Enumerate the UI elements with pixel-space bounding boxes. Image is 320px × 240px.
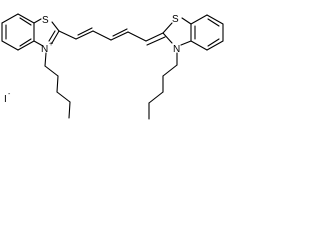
methine-bond <box>110 31 129 41</box>
chain-bond <box>148 91 164 104</box>
right-nitrogen-atom: N <box>173 44 180 55</box>
right-benzothiazoline-ring <box>162 14 224 51</box>
structure-canvas: S N + S N I - <box>0 0 228 142</box>
left-c2-n-bond <box>51 30 60 44</box>
left-benzene-double-bond <box>19 38 32 47</box>
left-pentyl-chain <box>44 52 71 119</box>
right-pentyl-chain <box>148 52 178 120</box>
chemical-structure-diagram: S N + S N I - <box>1 13 224 120</box>
methine-bond <box>58 30 77 40</box>
left-s-c2-bond <box>51 21 60 32</box>
methine-bond <box>75 30 94 40</box>
left-benzothiazolium-ring <box>1 13 60 51</box>
left-benzene-double-bond <box>19 17 32 26</box>
right-c2-s-bond <box>162 22 173 34</box>
right-n-c-bond <box>180 40 192 46</box>
left-n-c-bond <box>33 40 44 47</box>
chain-bond <box>68 101 71 119</box>
chain-bond <box>56 75 59 93</box>
left-sulfur-atom: S <box>42 15 49 26</box>
right-sulfur-atom: S <box>172 14 179 25</box>
polymethine-linker <box>58 27 166 46</box>
right-c2-n-bond <box>162 32 173 44</box>
right-benzene-bond <box>190 40 208 51</box>
right-benzene-bond <box>190 14 208 25</box>
left-c-s-bond <box>33 18 42 24</box>
methine-bond <box>92 30 112 41</box>
iodide-charge: - <box>8 91 11 98</box>
chain-bond <box>44 52 47 67</box>
left-benzene-bond <box>17 40 35 51</box>
left-benzene-bond <box>17 13 35 24</box>
methine-bond <box>127 31 147 42</box>
left-benzene-bond <box>1 40 19 51</box>
left-c2-n-double-bond <box>48 30 56 42</box>
right-benzene-bond <box>206 14 224 25</box>
right-benzene-bond <box>206 40 224 51</box>
left-nitrogen-atom: N <box>41 44 48 55</box>
left-benzene-bond <box>1 13 19 24</box>
methine-bond <box>145 32 164 42</box>
methine-double-bond <box>146 36 166 46</box>
chain-bond <box>56 91 71 103</box>
methine-double-bond <box>77 27 93 36</box>
chain-bond <box>44 65 59 77</box>
left-nitrogen-charge: + <box>49 41 53 48</box>
iodide-counterion: I <box>4 94 7 105</box>
chain-bond <box>162 64 178 77</box>
right-benzene-double-bond <box>207 18 220 27</box>
right-s-c-bond <box>181 17 192 25</box>
methine-double-bond <box>112 28 128 37</box>
right-benzene-double-bond <box>207 38 220 47</box>
